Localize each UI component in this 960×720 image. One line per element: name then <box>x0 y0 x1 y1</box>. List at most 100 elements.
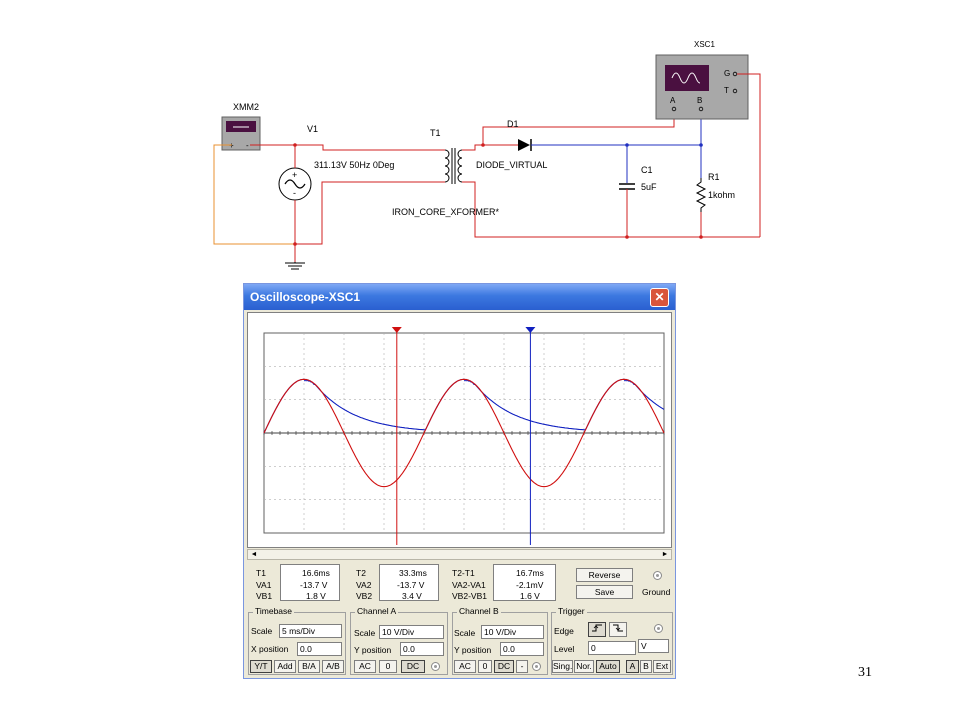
channel-a-scale-field[interactable]: 10 V/Div <box>379 625 444 639</box>
channel-a-zero-button[interactable]: 0 <box>379 660 397 673</box>
channel-a-trace <box>263 378 665 488</box>
yt-mode-button[interactable]: Y/T <box>250 660 272 673</box>
scope-pin-a: A <box>670 96 676 105</box>
t1-time: 16.6ms <box>302 568 330 578</box>
diode-label: D1 <box>507 119 519 129</box>
delta-values-box <box>493 564 556 601</box>
x-position-label: X position <box>251 644 289 654</box>
ground-symbol <box>285 262 305 270</box>
scroll-right-icon[interactable]: ► <box>661 551 669 558</box>
trigger-level-unit[interactable]: V <box>638 639 669 653</box>
vb1-label: VB1 <box>256 591 273 601</box>
x-position-field[interactable]: 0.0 <box>297 642 342 656</box>
transformer-t1[interactable] <box>444 148 463 184</box>
channel-a-scale-label: Scale <box>354 628 376 638</box>
falling-edge-icon[interactable] <box>609 622 627 637</box>
vb2-value: 3.4 V <box>402 591 422 601</box>
timebase-title: Timebase <box>253 606 295 616</box>
scroll-left-icon[interactable]: ◄ <box>250 551 258 558</box>
transformer-label: T1 <box>430 128 441 138</box>
vb1-value: 1.8 V <box>306 591 326 601</box>
va2-label: VA2 <box>356 580 372 590</box>
channel-a-group <box>350 612 448 675</box>
channel-b-title: Channel B <box>457 606 501 616</box>
t1-label: T1 <box>256 568 266 578</box>
source-label: V1 <box>307 124 319 134</box>
add-mode-button[interactable]: Add <box>274 660 296 673</box>
channel-b-ypos-label: Y position <box>454 645 492 655</box>
trigger-level-field[interactable]: 0 <box>588 641 636 655</box>
t2-label: T2 <box>356 568 366 578</box>
diode-d1[interactable] <box>518 139 532 151</box>
channel-a-radio[interactable] <box>431 662 440 671</box>
delta-va-label: VA2-VA1 <box>452 580 486 590</box>
oscilloscope-xsc1-symbol[interactable] <box>655 54 749 120</box>
timebase-group <box>248 612 346 675</box>
scope-pin-g: G <box>724 69 731 78</box>
ac-source-v1[interactable]: + - <box>278 167 312 201</box>
cursor-t1-handle <box>391 327 402 333</box>
channel-a-ac-button[interactable]: AC <box>354 660 376 673</box>
timebase-scale-label: Scale <box>251 626 273 636</box>
ground-radio[interactable] <box>653 571 662 580</box>
cursor-t2-handle <box>525 327 536 333</box>
delta-vb-value: 1.6 V <box>520 591 540 601</box>
source-value: 311.13V 50Hz 0Deg <box>314 160 395 170</box>
channel-b-ypos-field[interactable]: 0.0 <box>500 642 544 656</box>
channel-a-ypos-label: Y position <box>354 645 392 655</box>
channel-b-scale-field[interactable]: 10 V/Div <box>481 625 544 639</box>
delta-vb-label: VB2-VB1 <box>452 591 487 601</box>
reverse-button[interactable]: Reverse <box>576 568 633 582</box>
scope-display <box>247 312 672 548</box>
trigger-source-a-button[interactable]: A <box>626 660 639 673</box>
svg-text:-: - <box>293 188 296 198</box>
delta-time: 16.7ms <box>516 568 544 578</box>
capacitor-label: C1 <box>641 165 653 175</box>
ba-mode-button[interactable]: B/A <box>298 660 320 673</box>
close-button[interactable]: ✕ <box>650 288 669 307</box>
auto-trigger-button[interactable]: Auto <box>596 660 620 673</box>
channel-b-zero-button[interactable]: 0 <box>478 660 492 673</box>
resistor-r1[interactable] <box>695 178 707 212</box>
window-titlebar[interactable]: Oscilloscope-XSC1 ✕ <box>244 284 675 310</box>
svg-text:+: + <box>292 170 297 180</box>
rising-edge-icon[interactable] <box>588 622 606 637</box>
channel-b-radio[interactable] <box>532 662 541 671</box>
va1-label: VA1 <box>256 580 272 590</box>
resistor-value: 1kohm <box>708 190 736 200</box>
scope-pin-b: B <box>697 96 703 105</box>
trigger-radio[interactable] <box>654 624 663 633</box>
channel-a-dc-button[interactable]: DC <box>401 660 425 673</box>
channel-b-scale-label: Scale <box>454 628 476 638</box>
slide-number: 31 <box>858 665 872 680</box>
delta-va-value: -2.1mV <box>516 580 544 590</box>
capacitor-c1[interactable] <box>619 183 635 190</box>
channel-b-dc-button[interactable]: DC <box>494 660 514 673</box>
svg-text:-: - <box>246 141 249 150</box>
ab-mode-button[interactable]: A/B <box>322 660 344 673</box>
single-trigger-button[interactable]: Sing. <box>552 660 573 673</box>
display-scrollbar[interactable]: ◄ ► <box>247 549 672 560</box>
va1-value: -13.7 V <box>300 580 328 590</box>
normal-trigger-button[interactable]: Nor. <box>574 660 594 673</box>
resistor-label: R1 <box>708 172 720 182</box>
channel-b-invert-button[interactable]: - <box>516 660 528 673</box>
save-button[interactable]: Save <box>576 585 633 599</box>
scope-grid <box>263 332 665 534</box>
timebase-scale-field[interactable]: 5 ms/Div <box>279 624 342 638</box>
window-title: Oscilloscope-XSC1 <box>250 290 361 304</box>
channel-b-ac-button[interactable]: AC <box>454 660 476 673</box>
trigger-level-label: Level <box>554 644 575 654</box>
trigger-source-b-button[interactable]: B <box>640 660 652 673</box>
ground-label: Ground <box>642 587 671 597</box>
t2-time: 33.3ms <box>399 568 427 578</box>
t2-values-box <box>379 564 439 601</box>
t1-values-box <box>280 564 340 601</box>
diode-type: DIODE_VIRTUAL <box>476 160 548 170</box>
trigger-source-ext-button[interactable]: Ext <box>653 660 671 673</box>
circuit-schematic: + - + - <box>213 54 761 270</box>
trigger-group <box>551 612 673 675</box>
capacitor-value: 5uF <box>641 182 657 192</box>
channel-a-ypos-field[interactable]: 0.0 <box>400 642 444 656</box>
trigger-edge-label: Edge <box>554 626 574 636</box>
